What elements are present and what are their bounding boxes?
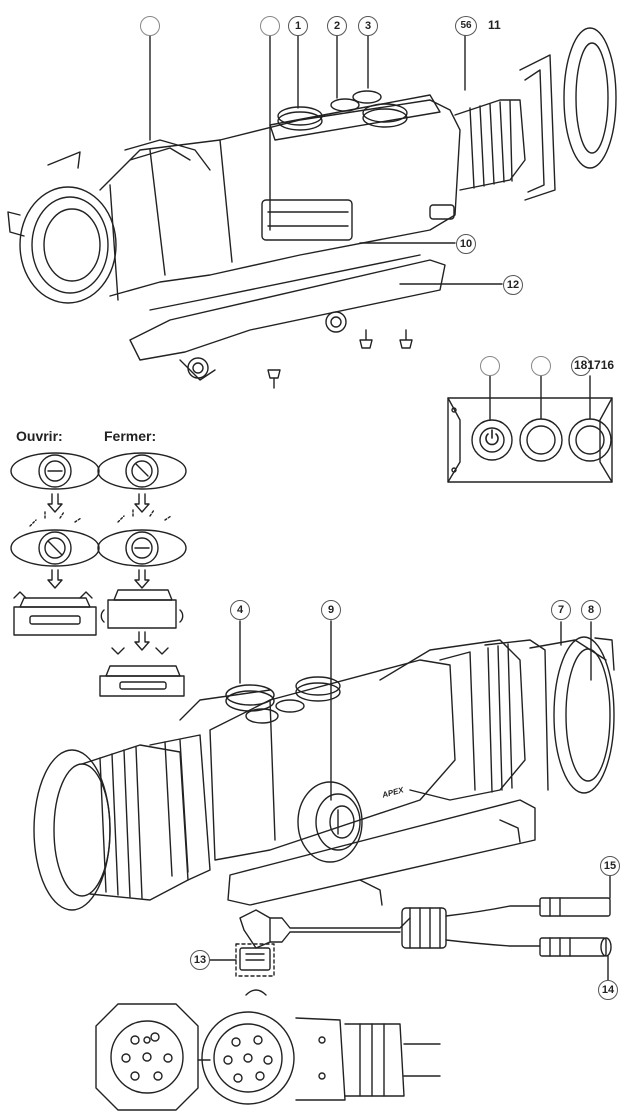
panel-numbers-label: 181716 xyxy=(574,358,615,372)
callout-10: 10 xyxy=(456,234,476,254)
callout-14: 14 xyxy=(598,980,618,1000)
callout-9: 9 xyxy=(321,600,341,620)
close-label: Fermer: xyxy=(104,428,157,444)
panel-callout-numbers xyxy=(571,356,591,376)
callout-2: 2 xyxy=(327,16,347,36)
callout-blank-1 xyxy=(140,16,160,36)
callout-4: 4 xyxy=(230,600,250,620)
label-11: 11 xyxy=(488,18,501,32)
callout-blank-2 xyxy=(260,16,280,36)
callout-1: 1 xyxy=(288,16,308,36)
callout-8: 8 xyxy=(581,600,601,620)
callout-3: 3 xyxy=(358,16,378,36)
callout-12: 12 xyxy=(503,275,523,295)
panel-callout-blank-2 xyxy=(531,356,551,376)
callout-15: 15 xyxy=(600,856,620,876)
bottom-scope xyxy=(33,620,615,911)
callout-7: 7 xyxy=(551,600,571,620)
lock-sequence xyxy=(10,452,187,697)
panel-callout-blank-1 xyxy=(480,356,500,376)
top-scope xyxy=(7,27,617,389)
callout-56: 56 xyxy=(455,16,477,36)
button-panel xyxy=(447,375,613,483)
cable xyxy=(95,875,612,1111)
open-label: Ouvrir: xyxy=(16,428,63,444)
callout-13: 13 xyxy=(190,950,210,970)
